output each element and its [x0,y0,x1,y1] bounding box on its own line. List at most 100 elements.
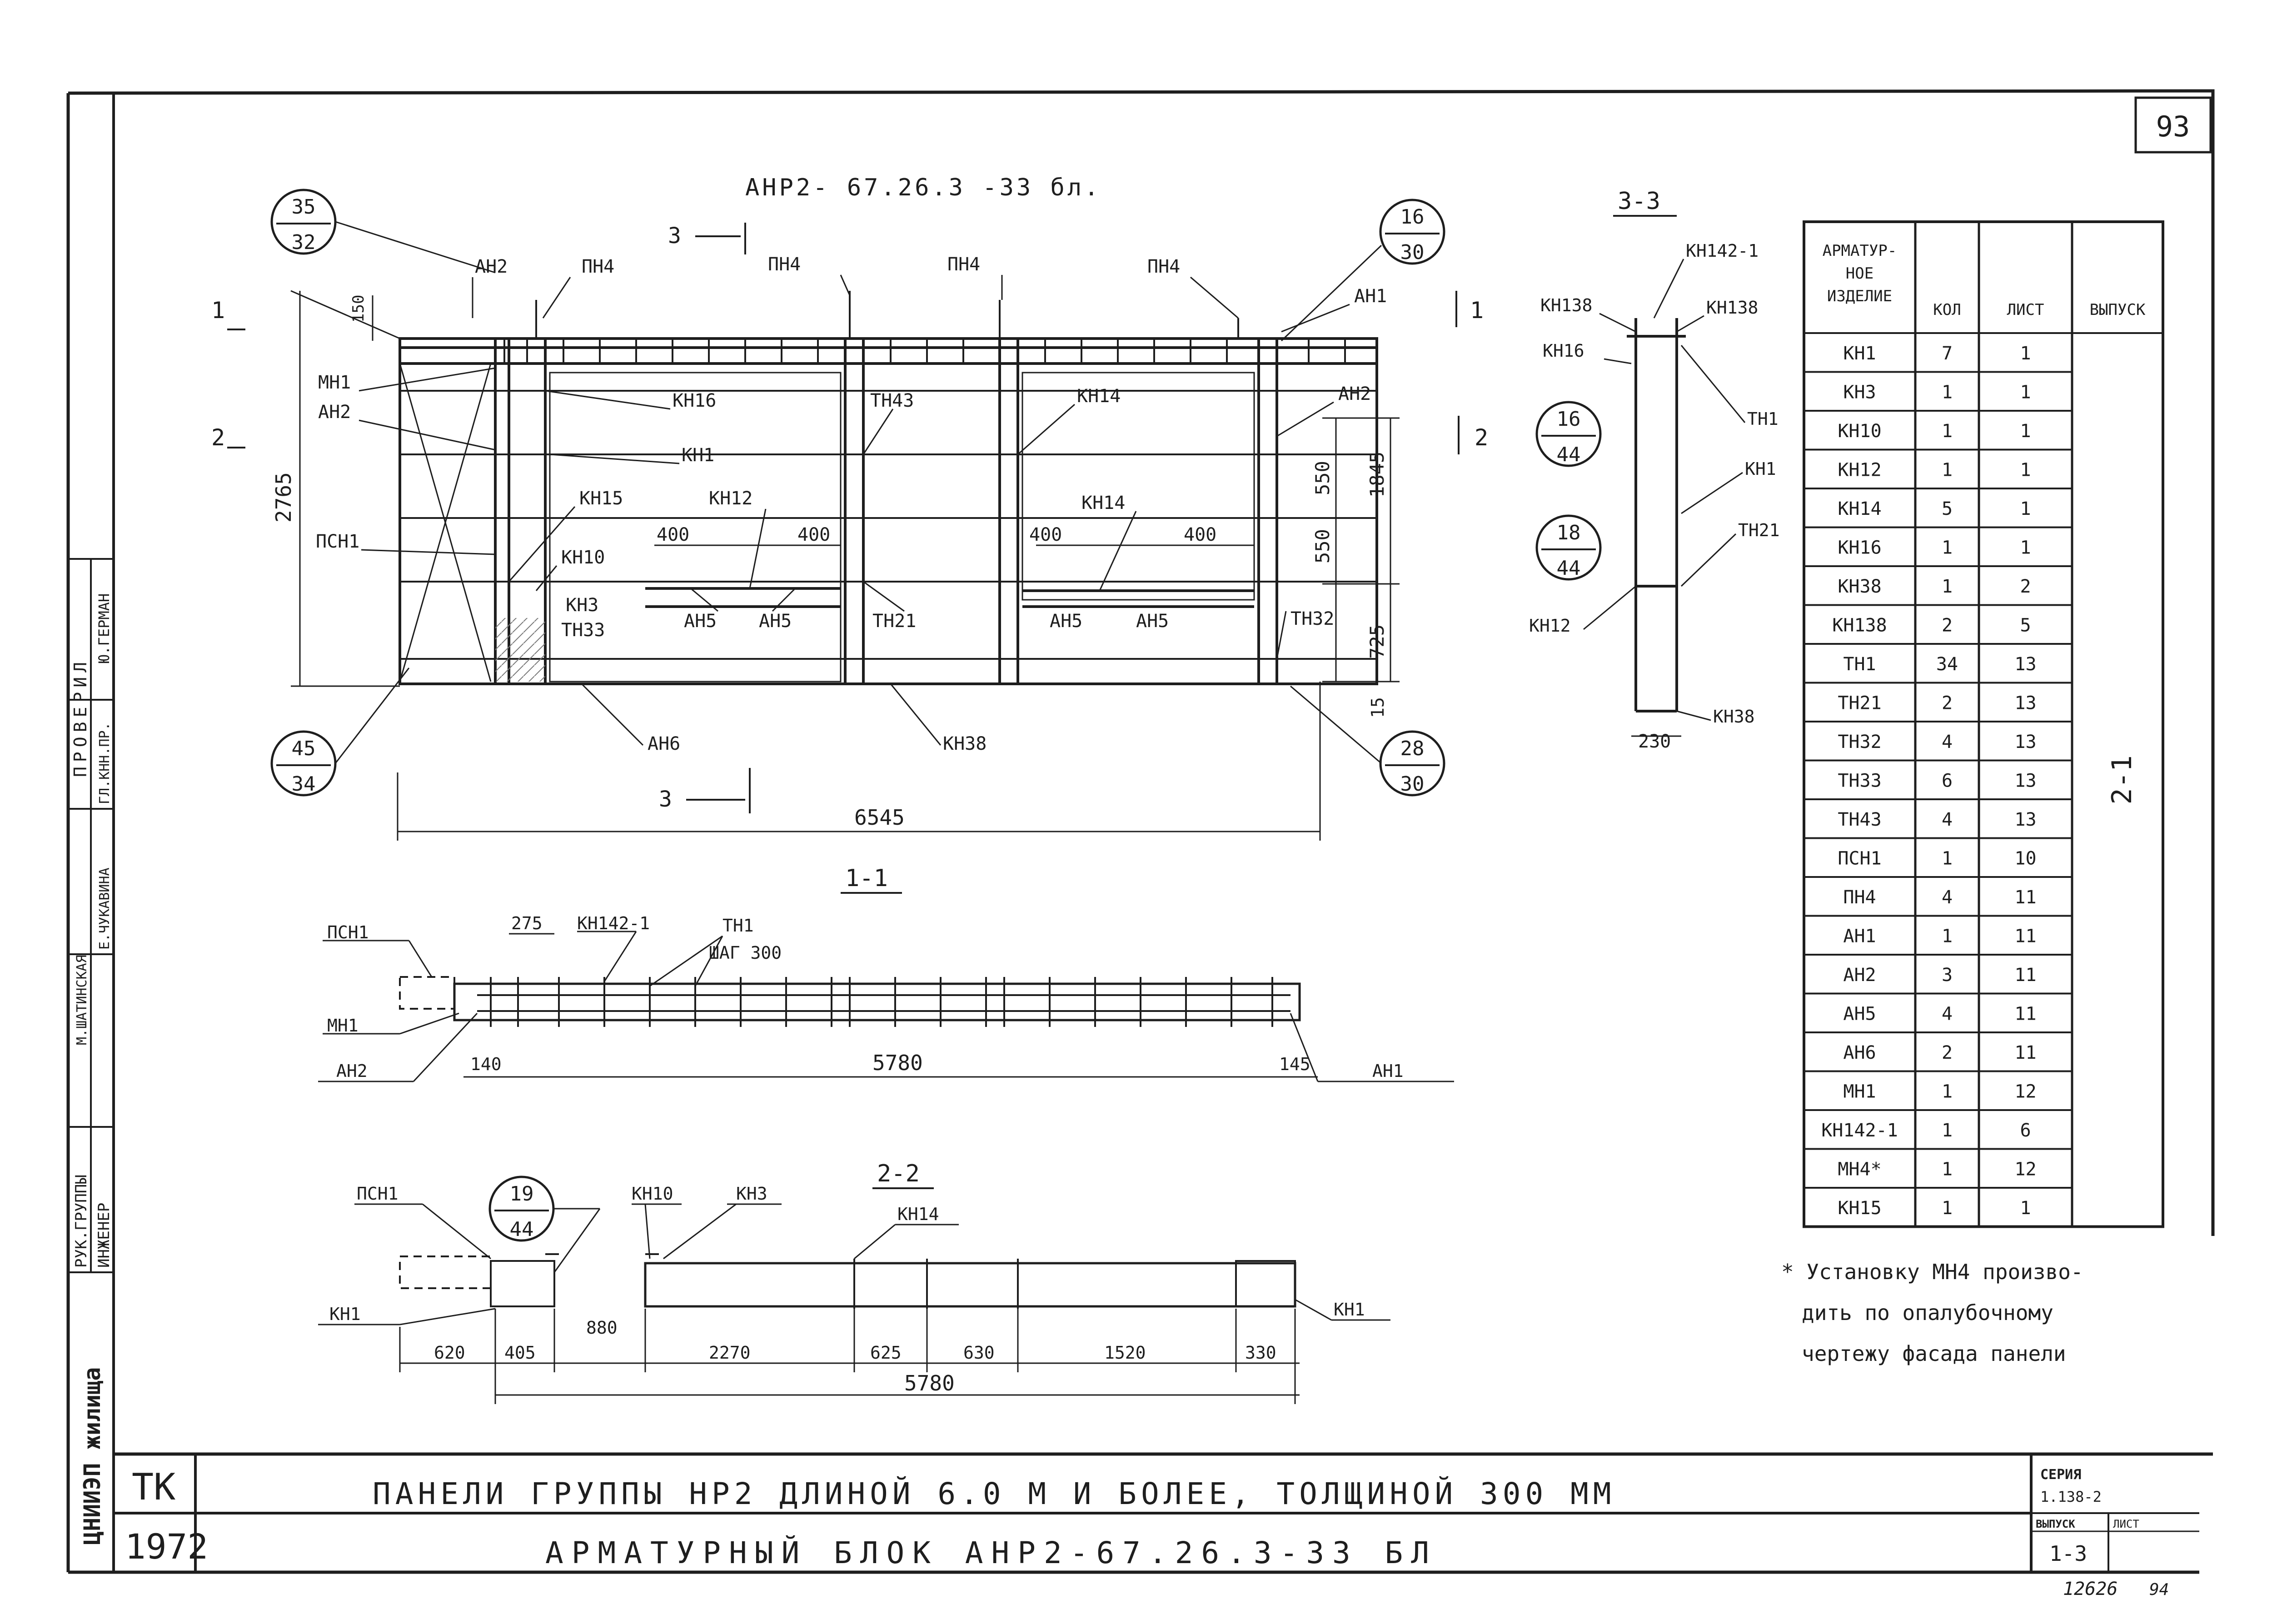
table-cell: 13 [2014,809,2036,830]
svg-text:44: 44 [510,1218,534,1241]
svg-text:35: 35 [292,195,316,219]
stamp-name-1: М.ШАТИНСКАЯ [74,955,90,1045]
dim-2270: 2270 [709,1343,751,1363]
section-2-2-title: 2-2 [877,1160,920,1187]
table-cell: 1 [1942,1159,1953,1180]
label-tn21: ТН21 [872,611,916,632]
label-ah6: АН6 [648,733,680,754]
table-cell: 1 [2020,1198,2031,1219]
table-cell: КН10 [1838,421,1881,442]
note: * Установку МН4 произво- дить по опалубо… [1781,1260,2083,1366]
label-tn21-3-3: ТН21 [1738,520,1780,540]
svg-text:45: 45 [292,737,316,760]
table-cell: ПН4 [1843,887,1876,908]
svg-text:3: 3 [668,223,681,249]
table-cell: ТН33 [1838,771,1881,792]
table-cell: 1 [2020,498,2031,519]
table-cell: 11 [2014,926,2036,947]
table-cell: 11 [2014,887,2036,908]
svg-text:28: 28 [1400,737,1425,760]
svg-text:725: 725 [1366,624,1388,659]
label-kn1-3-3: КН1 [1745,459,1776,479]
table-cell: 1 [2020,421,2031,442]
svg-text:чертежу фасада панели: чертежу фасада панели [1802,1341,2066,1366]
table-cell: 7 [1942,343,1953,364]
table-cell: КН38 [1838,576,1881,597]
table-release: 2-1 [2106,755,2138,804]
cut-mark-1-left: 1 [211,297,245,330]
table-cell: КН1 [1843,343,1876,364]
cut-mark-2-left: 2 [211,424,245,451]
stamp-role-4: ПРОВЕРИЛ [70,658,90,777]
label-mh1-1-1: МН1 [327,1016,359,1036]
dim-1520: 1520 [1104,1343,1146,1363]
label-kn3: КН3 [566,595,598,616]
table-cell: 6 [1942,771,1953,792]
label-mh1: МН1 [318,372,351,393]
svg-text:15: 15 [1368,697,1388,718]
label-kn1: КН1 [682,445,714,466]
table-cell: КН14 [1838,498,1881,519]
dim-275: 275 [511,913,543,933]
table-cell: АН6 [1843,1042,1876,1063]
table-cell: 1 [2020,382,2031,403]
table-cell: 1 [1942,1120,1953,1141]
svg-text:34: 34 [292,772,316,796]
svg-text:44: 44 [1557,557,1581,580]
table-cell: 13 [2014,732,2036,752]
table-cell: 4 [1942,732,1953,752]
svg-text:32: 32 [292,231,316,254]
callout-35-32: 35 32 [270,189,496,274]
label-kn142-1-1: КН142-1 [577,913,650,933]
section-3-3-title: 3-3 [1618,188,1660,215]
label-kn16: КН16 [673,390,716,411]
label-kn142-3-3: КН142-1 [1686,241,1759,261]
table-cell: ТН32 [1838,732,1881,752]
table-cell: 1 [1942,421,1953,442]
svg-text:400: 400 [1184,524,1216,545]
label-kn15: КН15 [579,488,623,509]
dim-230: 230 [1638,731,1671,752]
callout-16-44: 16 44 [1535,401,1602,467]
label-tn43: ТН43 [870,390,914,411]
label-ah2-1-1: АН2 [336,1061,368,1081]
table-cell: 11 [2014,1004,2036,1025]
svg-text:16: 16 [1400,205,1425,229]
callout-18-44: 18 44 [1535,514,1602,581]
label-kn38: КН38 [943,733,987,754]
table-cell: КН12 [1838,460,1881,481]
table-cell: ТН21 [1838,693,1881,714]
table-cell: КН3 [1843,382,1876,403]
stamp-org: ЦНИИЭП жилища [79,1367,105,1545]
label-kn14-1: КН14 [1077,386,1121,407]
label-ah5-2: АН5 [759,611,792,632]
table-cell: 1 [1942,538,1953,558]
table-cell: 12 [2014,1081,2036,1102]
table-cell: 4 [1942,809,1953,830]
table-cell: ТН43 [1838,809,1881,830]
dim-880: 880 [586,1318,618,1338]
svg-text:дить по опалубочному: дить по опалубочному [1802,1300,2053,1325]
table-cell: 13 [2014,771,2036,792]
svg-text:1: 1 [1470,297,1484,324]
table-cell: 1 [1942,926,1953,947]
left-stamp: РУК.ГРУППЫ ИНЖЕНЕР М.ШАТИНСКАЯ Е.ЧУКАВИН… [68,558,114,1545]
label-pn4-3: ПН4 [947,254,980,275]
table-cell: 2 [1942,1042,1953,1063]
label-kn138-right: КН138 [1706,298,1758,318]
label-ah1-1-1: АН1 [1372,1061,1404,1081]
elevation-view: АНР2- 67.26.3 -33 бл. [211,174,1488,841]
stamp-role-1: РУК.ГРУППЫ [72,1175,90,1268]
table-header-issue: ВЫПУСК [2090,301,2146,319]
stamp-name-3: Ю.ГЕРМАН [95,593,113,663]
label-tn32: ТН32 [1290,608,1334,629]
svg-text:550: 550 [1311,461,1334,495]
inventory-number: 12626 [2063,1579,2118,1599]
svg-text:2765: 2765 [271,472,296,523]
label-tn33: ТН33 [561,620,605,641]
elevation-dimensions: 150 2765 400 400 400 400 550 550 1845 72… [271,290,1400,841]
stamp-year: 1972 [125,1526,208,1567]
label-psn1: ПСН1 [316,531,359,552]
